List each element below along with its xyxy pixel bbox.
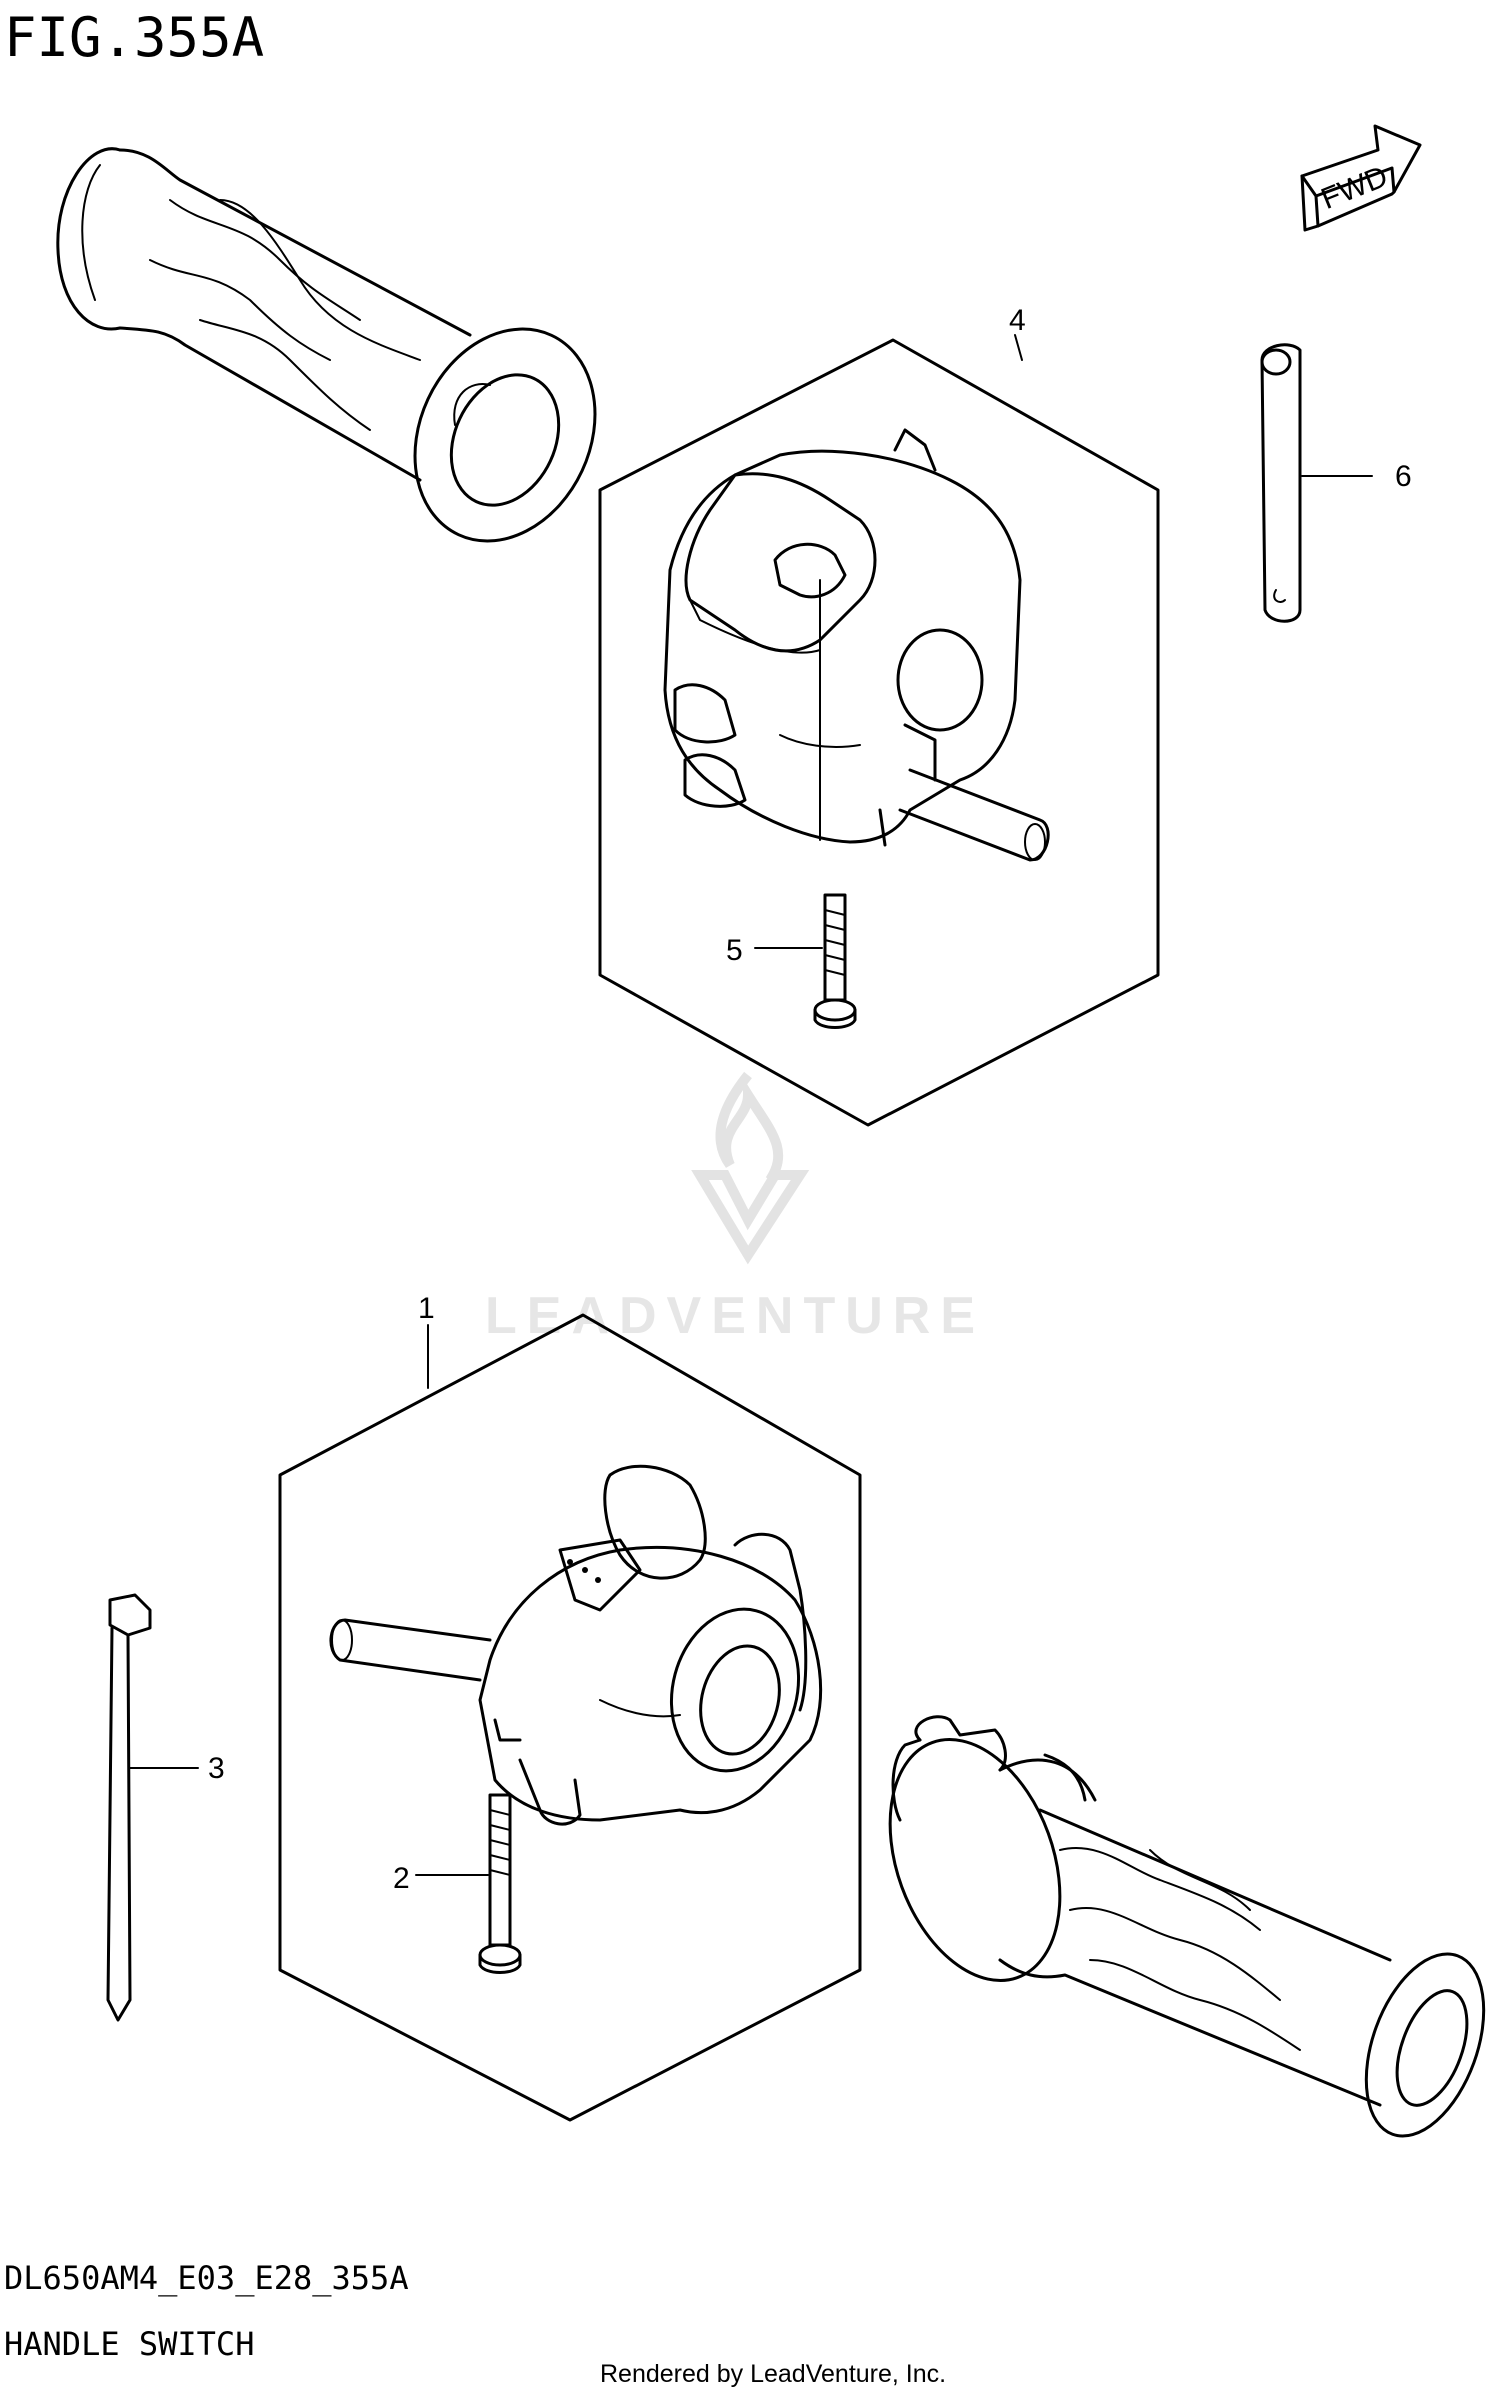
right-switch-housing (663, 428, 1050, 862)
group-boundary-1 (278, 1313, 862, 2122)
screw-2 (415, 1793, 522, 1974)
watermark-text: LEADVENTURE (485, 1287, 985, 1345)
cable-tie-3 (106, 1593, 199, 2022)
grip-bottom-right (888, 1715, 1486, 2138)
callout-3: 3 (208, 1752, 225, 1785)
clamp-6 (1260, 343, 1373, 623)
group-boundary-4 (598, 334, 1160, 1127)
fwd-arrow-icon: FWD (1300, 124, 1422, 232)
callout-5: 5 (726, 934, 743, 967)
section-name: HANDLE SWITCH (4, 2325, 254, 2363)
grip-top-left (56, 147, 597, 543)
figure-title: FIG.355A (4, 6, 264, 69)
callout-4: 4 (1009, 304, 1026, 337)
callout-1: 1 (418, 1292, 435, 1325)
callout-6: 6 (1395, 460, 1412, 493)
callout-2: 2 (393, 1862, 410, 1895)
render-credit: Rendered by LeadVenture, Inc. (600, 2360, 946, 2388)
screw-5 (754, 893, 857, 1029)
left-switch-housing (329, 1464, 823, 1826)
watermark: LEADVENTURE (485, 1071, 985, 1345)
model-code: DL650AM4_E03_E28_355A (4, 2259, 409, 2297)
